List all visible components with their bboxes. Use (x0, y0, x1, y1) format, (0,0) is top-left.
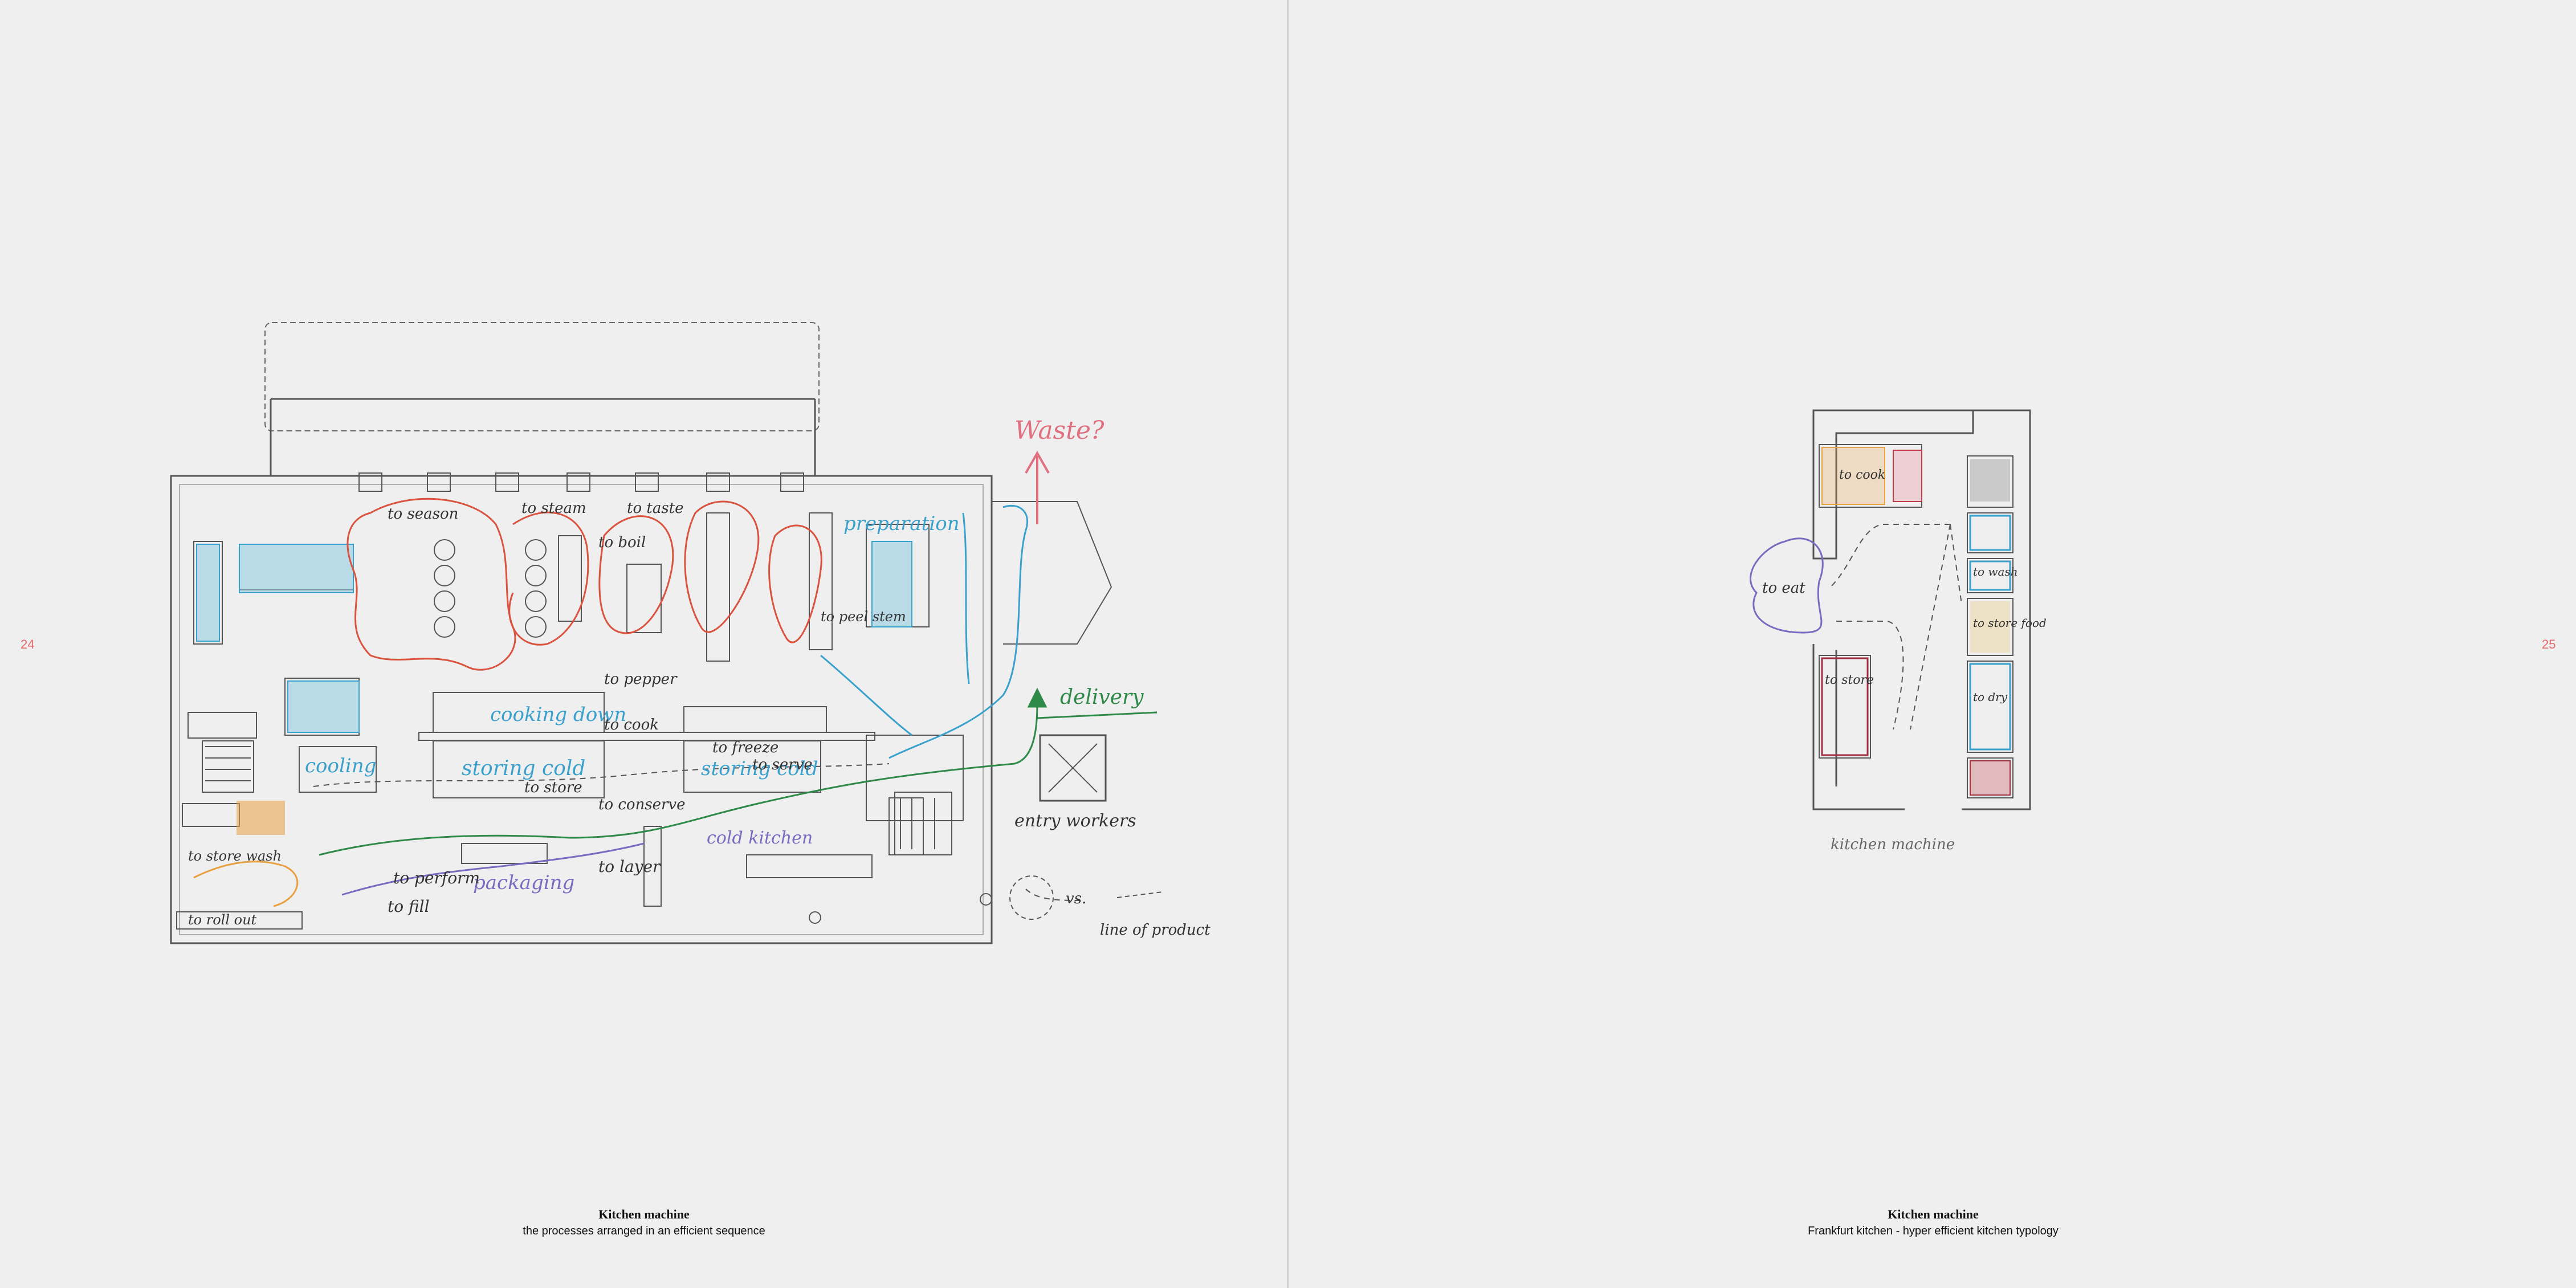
to-serve-label: to serve (752, 756, 813, 773)
to-steam-label: to steam (521, 500, 586, 517)
to-peel-stem-label: to peel stem (821, 609, 906, 625)
page-number: 25 (2542, 637, 2556, 651)
to-store-label: to store (524, 779, 582, 796)
to-dry-label: to dry (1973, 690, 2008, 704)
maroon-zone (1970, 760, 2011, 796)
caption-subtitle: Frankfurt kitchen - hyper efficient kitc… (1808, 1225, 2059, 1237)
to-season-label: to season (388, 506, 458, 523)
cauldrons (434, 539, 992, 924)
blue-flow-lines (820, 504, 1029, 759)
upper-wing (270, 398, 816, 476)
left-page: 24 (0, 0, 1287, 1288)
to-conserve-label: to conserve (598, 796, 686, 813)
lift-box (1039, 734, 1107, 802)
upper-hall-outline (264, 322, 820, 431)
kitchen-floorplan-sketch: Waste? delivery entry workers vs. line o… (170, 322, 1210, 944)
red-process-loops (347, 498, 822, 671)
kitchen-counters (1819, 444, 2013, 798)
kitchen-walls (1812, 409, 2031, 810)
cooling-label: cooling (305, 755, 376, 777)
line-of-product-label: line of product (1100, 922, 1210, 939)
kitchen-circulation (1830, 524, 1962, 730)
right-caption: Kitchen machine Frankfurt kitchen - hype… (1648, 1206, 2218, 1239)
building-inner-wall (179, 484, 984, 935)
orange-path (193, 861, 299, 907)
building-outline (170, 475, 993, 944)
cold-kitchen-label: cold kitchen (707, 828, 813, 848)
delivery-label: delivery (1060, 686, 1144, 709)
entry-workers-label: entry workers (1014, 811, 1136, 831)
line-of-product-arrow (1116, 891, 1163, 898)
maroon-outline (1821, 657, 1869, 756)
blue-zone (1969, 515, 2011, 551)
stairs (202, 740, 952, 855)
storing-wash-label: to store wash (188, 848, 282, 864)
pink-zone (1893, 450, 1922, 502)
storing-cold-label: storing cold (462, 757, 585, 780)
cooking-down-label: cooking down (490, 703, 626, 726)
to-perform-label: to perform (393, 869, 480, 887)
frankfurt-kitchen-sketch: to eat to cook to store to wash to store… (1750, 409, 2047, 853)
purple-packaging-path (341, 842, 645, 896)
page-gutter (1287, 0, 1289, 1288)
storing-cold-label-2: storing cold (701, 757, 818, 780)
orange-hatched-area (237, 801, 285, 835)
left-caption: Kitchen machine the processes arranged i… (359, 1206, 929, 1239)
to-fill-label: to fill (388, 897, 430, 916)
blue-zone-3 (1969, 663, 2011, 751)
to-freeze-label: to freeze (712, 739, 778, 756)
right-page: 25 (1289, 0, 2576, 1288)
rotation-circle (1009, 875, 1054, 920)
orange-zone (1821, 447, 1885, 505)
to-cook-label: to cook (1839, 468, 1885, 482)
sketch-label: kitchen machine (1831, 836, 1955, 853)
eating-area-blob (1750, 537, 1824, 634)
packaging-label: packaging (473, 871, 574, 894)
to-layer-label: to layer (598, 857, 661, 876)
to-roll-out-label: to roll out (188, 912, 257, 928)
to-pepper-label: to pepper (604, 671, 678, 688)
page-number: 24 (21, 637, 35, 651)
to-cook-label: to cook (604, 716, 659, 733)
waste-label: Waste? (1014, 416, 1104, 445)
caption-title: Kitchen machine (1888, 1207, 1979, 1221)
to-store-label: to store (1825, 673, 1874, 687)
caption-subtitle: the processes arranged in an efficient s… (523, 1225, 765, 1237)
vs-label: vs. (1066, 890, 1086, 907)
green-delivery-path (319, 687, 1157, 856)
blue-hatched-areas (196, 541, 912, 733)
preparation-label: preparation (843, 512, 960, 535)
blue-zone-2 (1969, 560, 2011, 591)
dashed-circulation (313, 763, 1083, 901)
caption-title: Kitchen machine (598, 1207, 690, 1221)
to-store-food-label: to store food (1973, 616, 2047, 630)
window-blocks (358, 472, 804, 492)
waste-arrow (1025, 450, 1050, 524)
lift-cross (1048, 743, 1098, 793)
loading-dock (992, 501, 1112, 645)
to-taste-label: to taste (627, 500, 684, 517)
yellow-zone (1970, 601, 2010, 653)
to-wash-label: to wash (1973, 565, 2018, 578)
grey-zone (1970, 459, 2010, 502)
to-eat-label: to eat (1762, 580, 1805, 597)
to-boil-label: to boil (598, 534, 646, 551)
